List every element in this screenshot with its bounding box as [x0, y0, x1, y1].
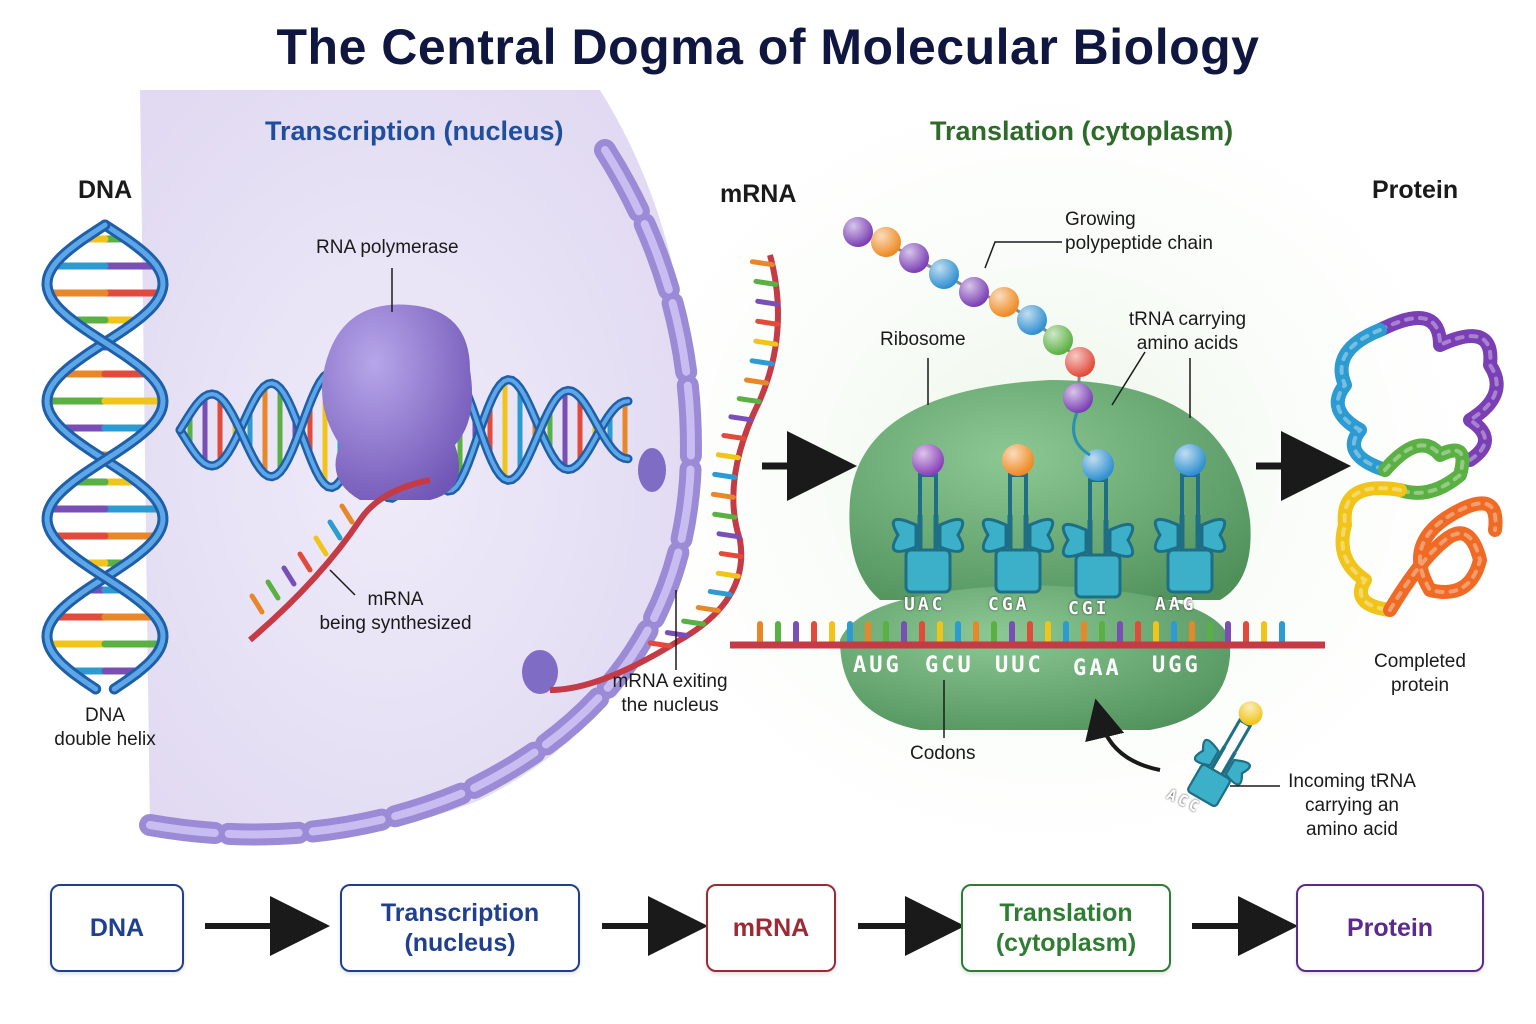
growing-polypeptide-chain	[843, 217, 1095, 413]
flow-box-translation: Translation(cytoplasm)	[961, 884, 1171, 972]
section-transcription: Transcription (nucleus)	[265, 116, 564, 146]
folded-protein	[1330, 311, 1504, 617]
mrna-exiting-strand	[549, 254, 781, 693]
dna-heading: DNA	[78, 176, 133, 204]
flow-box-dna: DNA	[50, 884, 184, 972]
flow-box-mrna: mRNA	[706, 884, 836, 972]
anticodon-1: UAC	[904, 594, 946, 615]
mrna-being-synthesized	[248, 477, 431, 643]
rna-polymerase	[322, 304, 473, 500]
anticodon-3: CGI	[1068, 598, 1110, 619]
codon-2: GCU	[925, 653, 974, 678]
incoming-arrow	[1085, 698, 1161, 772]
ribosome-label: Ribosome	[880, 329, 966, 350]
codon-4: GAA	[1073, 656, 1122, 681]
anticodon-4: AAG	[1155, 594, 1197, 615]
codon-3: UUC	[995, 653, 1044, 678]
mrna-heading: mRNA	[720, 180, 797, 208]
protein-heading: Protein	[1372, 176, 1459, 204]
codon-5: UGG	[1152, 653, 1201, 678]
nuclear-pore	[638, 448, 666, 492]
codons-label: Codons	[910, 743, 976, 764]
flow-box-protein: Protein	[1296, 884, 1484, 972]
nuclear-pore	[522, 650, 558, 694]
incoming-trna	[1187, 701, 1263, 808]
flow-box-transcription: Transcription(nucleus)	[340, 884, 580, 972]
rna-polymerase-label: RNA polymerase	[316, 237, 459, 258]
page-title: The Central Dogma of Molecular Biology	[276, 19, 1260, 75]
dna-double-helix	[41, 219, 169, 695]
ribosome-small-subunit	[840, 585, 1231, 730]
anticodon-2: CGA	[988, 594, 1030, 615]
section-translation: Translation (cytoplasm)	[930, 116, 1234, 146]
codon-1: AUG	[853, 653, 902, 678]
trna-molecules	[892, 409, 1226, 599]
